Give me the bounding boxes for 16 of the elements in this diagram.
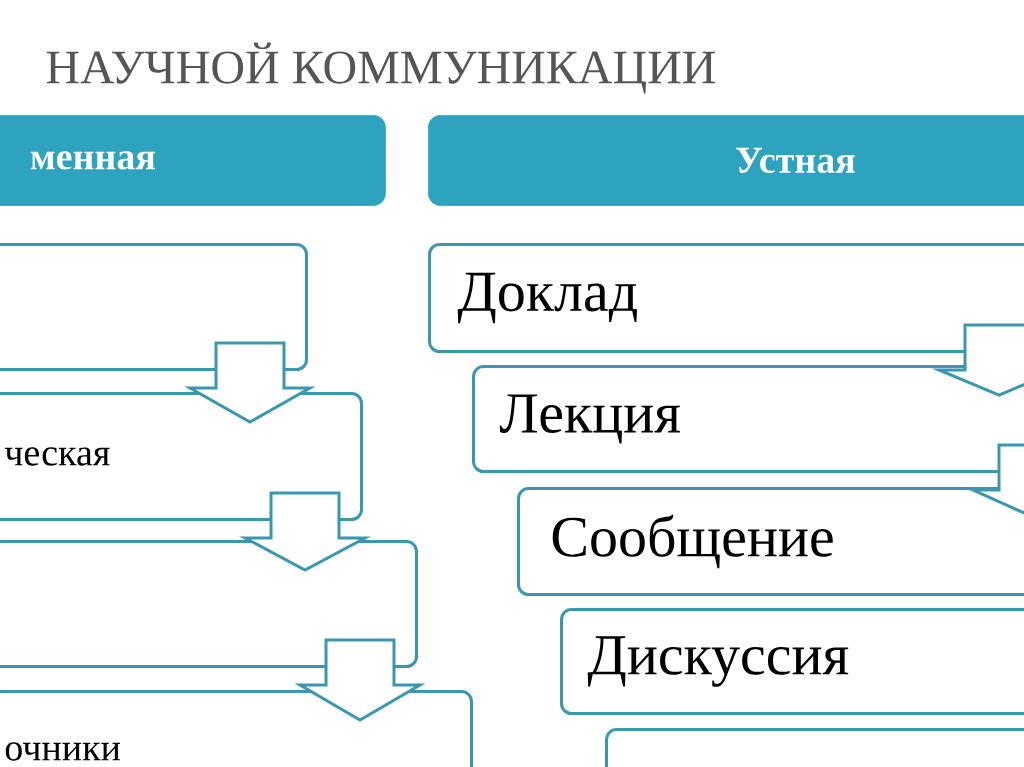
process-box	[0, 243, 308, 371]
process-box: Доклад	[428, 243, 1024, 353]
block-arrow	[239, 491, 371, 572]
process-box: очники	[0, 690, 473, 767]
process-box: Дискуссия	[560, 608, 1024, 715]
block-arrow	[184, 341, 316, 424]
process-box	[605, 728, 1024, 767]
header-bar: менная	[0, 115, 386, 206]
header-bar: Устная	[428, 115, 1024, 206]
process-box: Лекция	[472, 365, 1024, 473]
process-box	[0, 540, 418, 668]
process-box: Сообщение	[517, 487, 1024, 596]
block-arrow	[931, 323, 1024, 397]
process-box: ческая	[0, 392, 363, 521]
block-arrow	[294, 638, 426, 722]
title: НАУЧНОЙ КОММУНИКАЦИИ	[46, 42, 716, 94]
